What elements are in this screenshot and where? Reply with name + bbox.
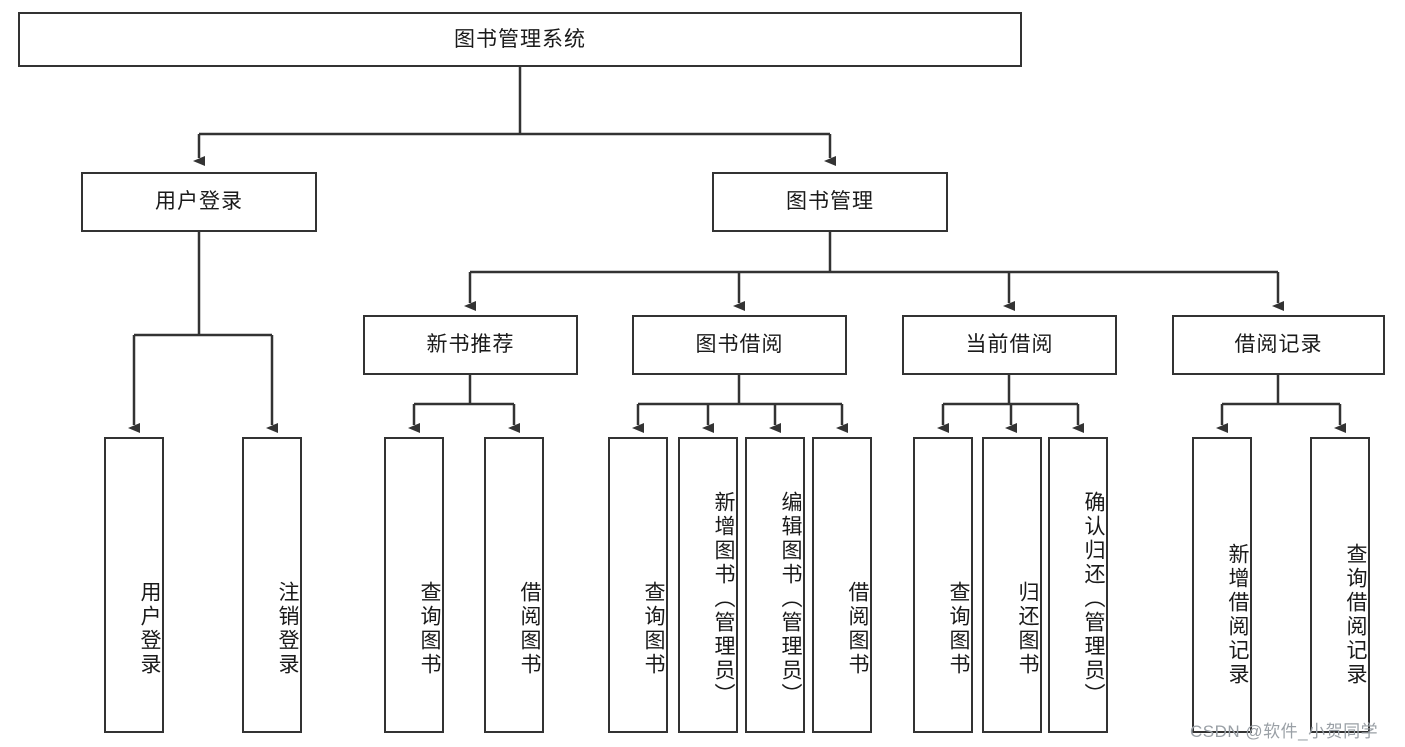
node-leaf-add-record[interactable]: 新增借阅记录 — [1192, 437, 1252, 733]
node-leaf-borrow-book-2[interactable]: 借阅图书 — [812, 437, 872, 733]
node-leaf-query-record[interactable]: 查询借阅记录 — [1310, 437, 1370, 733]
node-leaf-borrow-book-1[interactable]: 借阅图书 — [484, 437, 544, 733]
node-user-login[interactable]: 用户登录 — [81, 172, 317, 232]
node-current-borrow[interactable]: 当前借阅 — [902, 315, 1117, 375]
node-book-management[interactable]: 图书管理 — [712, 172, 948, 232]
node-leaf-logout[interactable]: 注销登录 — [242, 437, 302, 733]
csdn-watermark: CSDN @软件_小贺同学 — [1190, 722, 1379, 741]
node-root[interactable]: 图书管理系统 — [18, 12, 1022, 67]
node-leaf-add-book[interactable]: 新增图书（管理员） — [678, 437, 738, 733]
node-leaf-query-book-1[interactable]: 查询图书 — [384, 437, 444, 733]
node-new-book-recommend[interactable]: 新书推荐 — [363, 315, 578, 375]
node-leaf-edit-book[interactable]: 编辑图书（管理员） — [745, 437, 805, 733]
node-leaf-query-book-3[interactable]: 查询图书 — [913, 437, 973, 733]
node-leaf-query-book-2[interactable]: 查询图书 — [608, 437, 668, 733]
node-borrow-record[interactable]: 借阅记录 — [1172, 315, 1385, 375]
node-leaf-return-book[interactable]: 归还图书 — [982, 437, 1042, 733]
node-leaf-user-login[interactable]: 用户登录 — [104, 437, 164, 733]
node-book-borrow[interactable]: 图书借阅 — [632, 315, 847, 375]
node-leaf-confirm-return[interactable]: 确认归还（管理员） — [1048, 437, 1108, 733]
